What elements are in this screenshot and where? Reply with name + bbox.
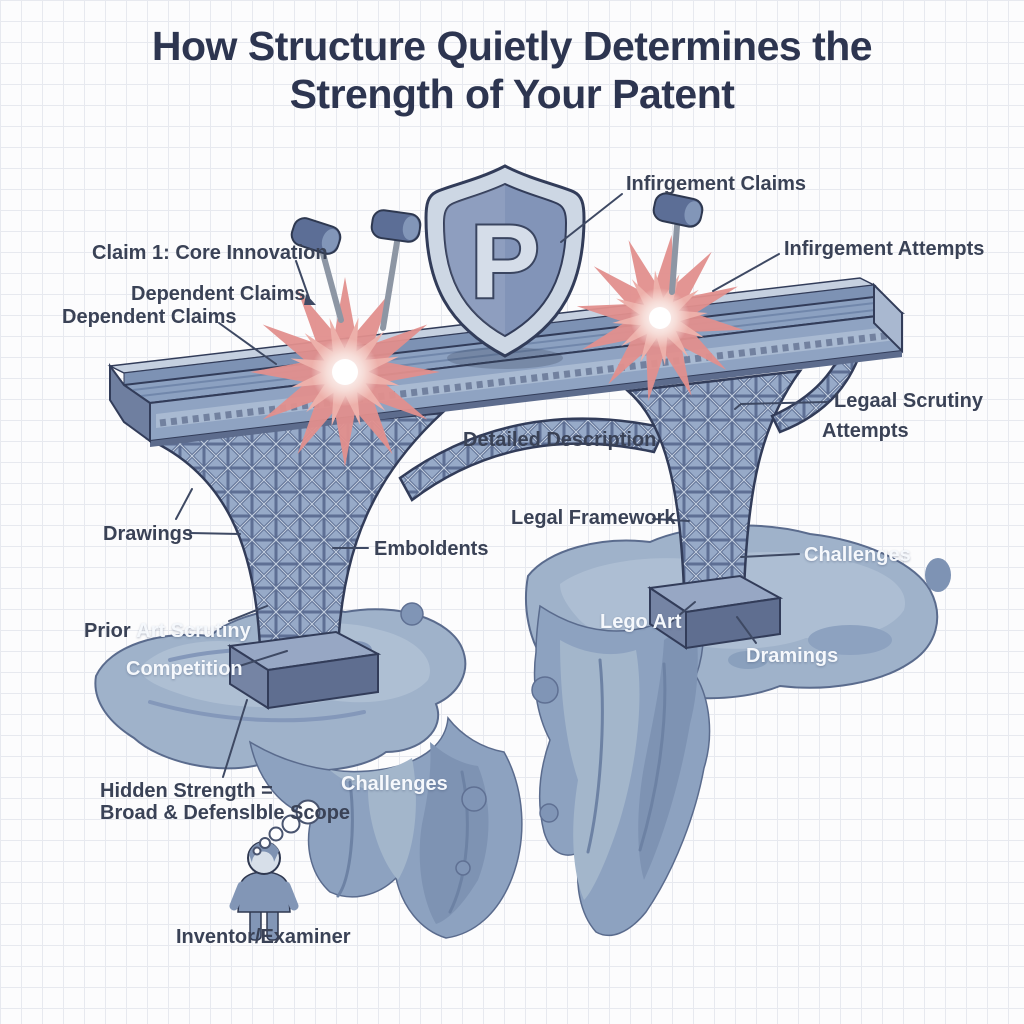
hammer-icon-right <box>652 192 704 295</box>
label-hidden-strength-line1: Hidden Strength = <box>100 780 273 802</box>
floating-stones <box>400 602 559 876</box>
label-lego-art: Lego Art <box>600 611 682 633</box>
page-title: How Structure Quietly Determines the Str… <box>151 23 873 118</box>
shield-shadow <box>447 347 563 369</box>
label-drawings-right: Dramings <box>746 645 839 667</box>
label-hidden-strength: Hidden Strength = Broad & Defenslble Sco… <box>100 780 350 824</box>
starburst-left-icon <box>250 277 440 467</box>
label-prior-art-prefix: Prior <box>84 620 131 642</box>
label-infringement-claims: Infirgement Claims <box>626 173 807 195</box>
label-hidden-strength-line2: Broad & Defenslble Scope <box>100 802 351 824</box>
label-dependent-claims-2: Dependent Claims <box>62 306 237 328</box>
leader-lines <box>175 193 828 778</box>
label-dependent-claims-1: Dependent Claims <box>131 283 306 305</box>
label-emboldents: Emboldents <box>374 538 489 560</box>
thought-bubbles-icon <box>252 799 321 856</box>
label-challenges-center: Challenges <box>341 773 448 795</box>
label-detailed-description: Detailed Description <box>463 429 657 451</box>
shield-icon: P <box>424 164 586 358</box>
label-legal-framework: Legal Framework <box>511 507 676 529</box>
label-competition: Competition <box>126 658 243 680</box>
bridge-arch <box>398 417 667 502</box>
label-inventor-examiner: Inventor/Examiner <box>176 926 351 948</box>
person-icon <box>229 841 299 941</box>
starburst-right-icon <box>565 223 755 413</box>
label-infringement-attempts: Infirgement Attempts <box>784 238 985 260</box>
chasm-right <box>533 590 711 937</box>
label-legal-scrutiny-line1: Legaal Scrutiny <box>834 390 983 412</box>
label-claim1: Claim 1: Core Innovation <box>92 242 328 264</box>
label-prior-art-scrutiny: Prior Art Scrutiny <box>84 620 251 642</box>
label-legal-scrutiny-line2: Attempts <box>822 420 909 442</box>
hammer-icon-left-1 <box>290 217 344 323</box>
label-drawings-left: Drawings <box>103 523 194 545</box>
bridge-base-left <box>227 630 382 710</box>
label-prior-art-suffix: Art Scrutiny <box>136 620 251 642</box>
bridge-base-right <box>647 574 784 650</box>
hammer-icon-left-2 <box>370 209 422 331</box>
shield-letter: P <box>470 204 539 320</box>
label-challenges-right: Challenges <box>804 544 911 566</box>
chasm-left <box>248 716 523 939</box>
